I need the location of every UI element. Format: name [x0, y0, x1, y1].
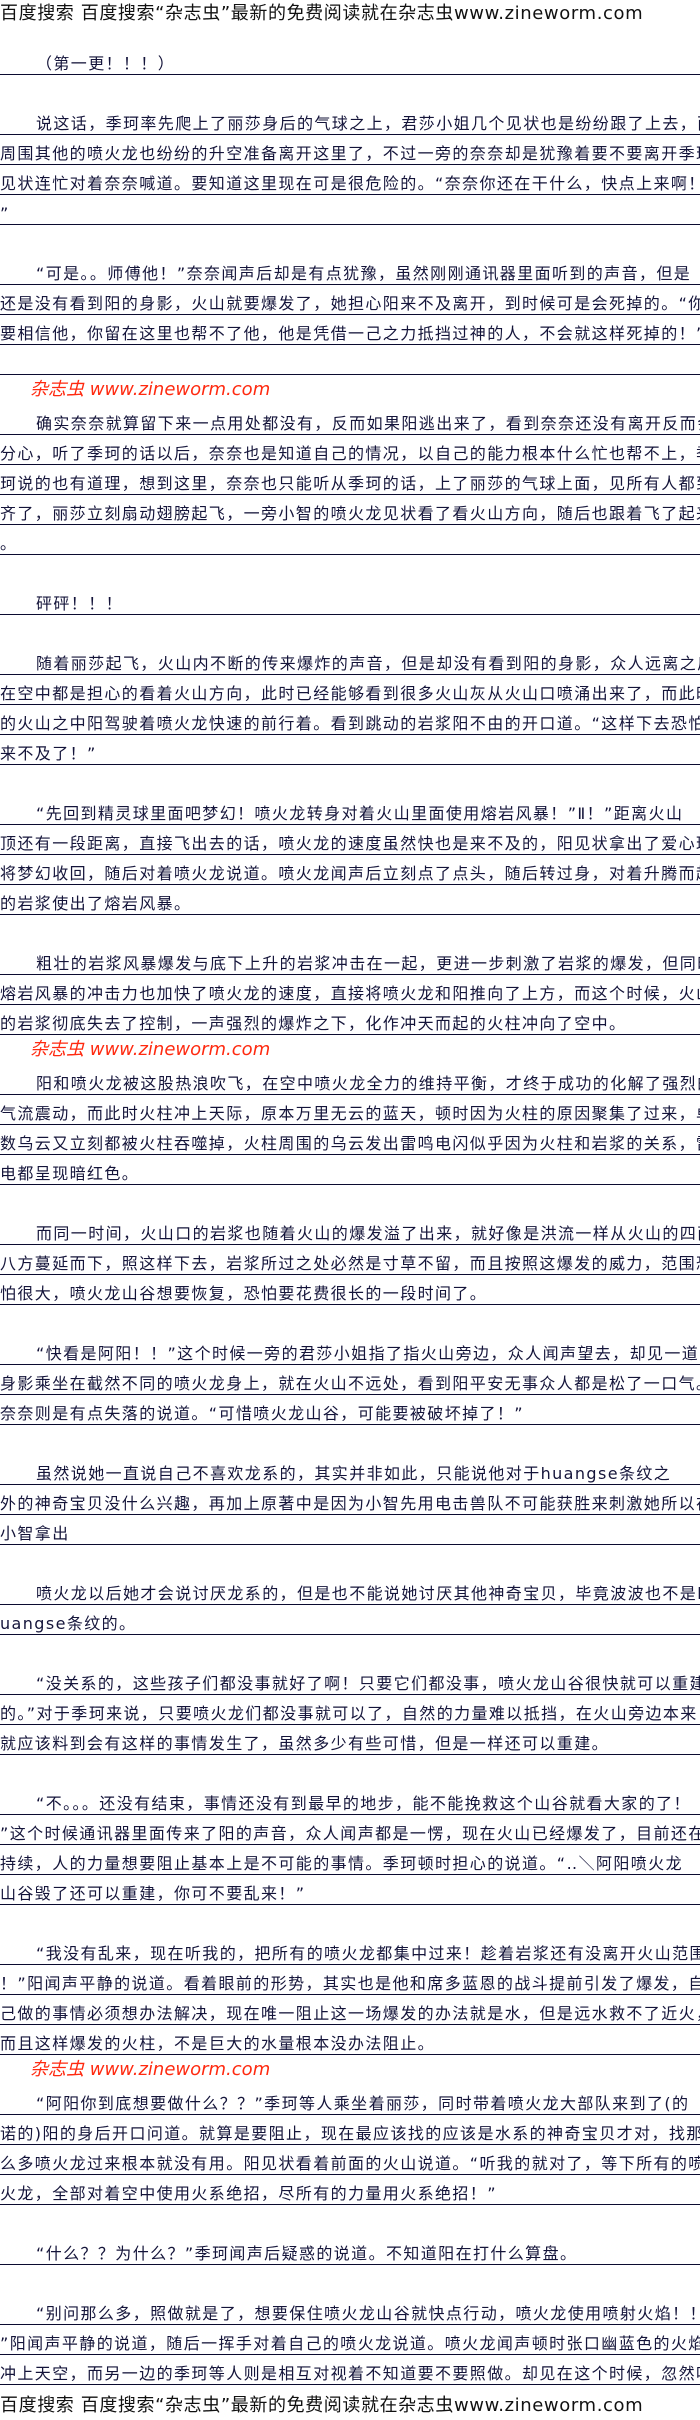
paragraph-line: ”: [0, 195, 700, 225]
paragraph-first-line: 砰砰！！！: [0, 585, 700, 615]
paragraph-line: 的。”对于季珂来说，只要喷火龙们都没事就可以了，自然的力量难以抵挡，在火山旁边本…: [0, 1695, 700, 1725]
paragraph-first-line: “阿阳你到底想要做什么？？”季珂等人乘坐着丽莎，同时带着喷火龙大部队来到了(的: [0, 2085, 700, 2115]
paragraph-gap: [0, 915, 700, 945]
paragraph-gap: [0, 2055, 700, 2085]
paragraph-first-line: 确实奈奈就算留下来一点用处都没有，反而如果阳逃出来了，看到奈奈还没有离开反而会: [0, 405, 700, 435]
paragraph-line: 的岩浆彻底失去了控制，一声强烈的爆炸之下，化作冲天而起的火柱冲向了空中。: [0, 1005, 700, 1035]
header-banner: 百度搜索 百度搜索“杂志虫”最新的免费阅读就在杂志虫www.zineworm.c…: [0, 3, 644, 24]
paragraph-first-line: 粗壮的岩浆风暴爆发与底下上升的岩浆冲击在一起，更进一步刺激了岩浆的爆发，但同时: [0, 945, 700, 975]
paragraph-line: 怕很大，喷火龙山谷想要恢复，恐怕要花费很长的一段时间了。: [0, 1275, 700, 1305]
paragraph-line: 数乌云又立刻都被火柱吞噬掉，火柱周围的乌云发出雷鸣电闪似乎因为火柱和岩浆的关系，…: [0, 1125, 700, 1155]
paragraph-first-line: “什么？？为什么？”季珂闻声后疑惑的说道。不知道阳在打什么算盘。: [0, 2235, 700, 2265]
paragraph-line: 八方蔓延而下，照这样下去，岩浆所过之处必然是寸草不留，而且按照这爆发的威力，范围…: [0, 1245, 700, 1275]
paragraph-line: 就应该料到会有这样的事情发生了，虽然多少有些可惜，但是一样还可以重建。: [0, 1725, 700, 1755]
paragraph-first-line: “可是。。师傅他！”奈奈闻声后却是有点犹豫，虽然刚刚通讯器里面听到的声音，但是: [0, 255, 700, 285]
paragraph-line: 身影乘坐在截然不同的喷火龙身上，就在火山不远处，看到阳平安无事众人都是松了一口气…: [0, 1365, 700, 1395]
paragraph-line: ”阳闻声平静的说道，随后一挥手对着自己的喷火龙说道。喷火龙闻声顿时张口幽蓝色的火…: [0, 2325, 700, 2355]
paragraph-line: 持续，人的力量想要阻止基本上是不可能的事情。季珂顿时担心的说道。“‥＼阿阳喷火龙: [0, 1845, 700, 1875]
paragraph-line: 山谷毁了还可以重建，你可不要乱来！”: [0, 1875, 700, 1905]
paragraph-gap: [0, 615, 700, 645]
paragraph-line: 的火山之中阳驾驶着喷火龙快速的前行着。看到跳动的岩浆阳不由的开口道。“这样下去恐…: [0, 705, 700, 735]
paragraph-gap: [0, 765, 700, 795]
paragraph-line: ”这个时候通讯器里面传来了阳的声音，众人闻声都是一愣，现在火山已经爆发了，目前还…: [0, 1815, 700, 1845]
paragraph-line: 气流震动，而此时火柱冲上天际，原本万里无云的蓝天，顿时因为火柱的原因聚集了过来，…: [0, 1095, 700, 1125]
paragraph-line: 火龙，全部对着空中使用火系绝招，尽所有的力量用火系绝招！”: [0, 2175, 700, 2205]
paragraph-gap: [0, 1425, 700, 1455]
paragraph-gap: [0, 1905, 700, 1935]
paragraph-line: 奈奈则是有点失落的说道。“可惜喷火龙山谷，可能要被破坏掉了！”: [0, 1395, 700, 1425]
paragraph-line: 冲上天空，而另一边的季珂等人则是相互对视着不知道要不要照做。却见在这个时候，忽然…: [0, 2355, 700, 2385]
paragraph-line: 诺的)阳的身后开口问道。就算是要阻止，现在最应该找的应该是水系的神奇宝贝才对，找…: [0, 2115, 700, 2145]
paragraph-line: 顶还有一段距离，直接飞出去的话，喷火龙的速度虽然快也是来不及的，阳见状拿出了爱心…: [0, 825, 700, 855]
paragraph-line: 分心，听了季珂的话以后，奈奈也是知道自己的情况，以自己的能力根本什么忙也帮不上，…: [0, 435, 700, 465]
paragraph-line: 么多喷火龙过来根本就没有用。阳见状看着前面的火山说道。“听我的就对了，等下所有的…: [0, 2145, 700, 2175]
paragraph-first-line: “我没有乱来，现在听我的，把所有的喷火龙都集中过来！趁着岩浆还有没离开火山范围: [0, 1935, 700, 1965]
paragraph-line: 电都呈现暗红色。: [0, 1155, 700, 1185]
paragraph-first-line: 阳和喷火龙被这股热浪吹飞，在空中喷火龙全力的维持平衡，才终于成功的化解了强烈的: [0, 1065, 700, 1095]
paragraph-first-line: 喷火龙以后她才会说讨厌龙系的，但是也不能说她讨厌其他神奇宝贝，毕竟波波也不是h: [0, 1575, 700, 1605]
paragraph-first-line: “没关系的，这些孩子们都没事就好了啊！只要它们都没事，喷火龙山谷很快就可以重建: [0, 1665, 700, 1695]
paragraph-line: [0, 345, 700, 375]
paragraph-gap: [0, 1635, 700, 1665]
paragraph-line: 将梦幻收回，随后对着喷火龙说道。喷火龙闻声后立刻点了点头，随后转过身，对着升腾而…: [0, 855, 700, 885]
paragraph-line: 小智拿出: [0, 1515, 700, 1545]
paragraph-first-line: “先回到精灵球里面吧梦幻！喷火龙转身对着火山里面使用熔岩风暴！”Ⅱ！”距离火山: [0, 795, 700, 825]
paragraph-gap: [0, 1755, 700, 1785]
paragraph-line: 而且这样爆发的火柱，不是巨大的水量根本没办法阻止。: [0, 2025, 700, 2055]
paragraph-gap: [0, 75, 700, 105]
paragraph-first-line: “快看是阿阳！！”这个时候一旁的君莎小姐指了指火山旁边，众人闻声望去，却见一道: [0, 1335, 700, 1365]
paragraph-gap: [0, 1185, 700, 1215]
paragraph-first-line: 说这话，季珂率先爬上了丽莎身后的气球之上，君莎小姐几个见状也是纷纷跟了上去，而: [0, 105, 700, 135]
paragraph-line: 的岩浆使出了熔岩风暴。: [0, 885, 700, 915]
paragraph-gap: [0, 375, 700, 405]
paragraph-line: 珂说的也有道理，想到这里，奈奈也只能听从季珂的话，上了丽莎的气球上面，见所有人都…: [0, 465, 700, 495]
paragraph-first-line: “别问那么多，照做就是了，想要保住喷火龙山谷就快点行动，喷火龙使用喷射火焰！！: [0, 2295, 700, 2325]
paragraph-gap: [0, 2205, 700, 2235]
paragraph-gap: [0, 225, 700, 255]
paragraph-line: 见状连忙对着奈奈喊道。要知道这里现在可是很危险的。“奈奈你还在干什么，快点上来啊…: [0, 165, 700, 195]
paragraph-line: 。: [0, 525, 700, 555]
paragraph-line: 要相信他，你留在这里也帮不了他，他是凭借一己之力抵挡过神的人，不会就这样死掉的！…: [0, 315, 700, 345]
paragraph-line: 齐了，丽莎立刻扇动翅膀起飞，一旁小智的喷火龙见状看了看火山方向，随后也跟着飞了起…: [0, 495, 700, 525]
paragraph-gap: [0, 555, 700, 585]
paragraph-line: 己做的事情必须想办法解决，现在唯一阻止这一场爆发的办法就是水，但是远水救不了近火…: [0, 1995, 700, 2025]
paragraph-first-line: 虽然说她一直说自己不喜欢龙系的，其实并非如此，只能说他对于huangse条纹之: [0, 1455, 700, 1485]
paragraph-gap: [0, 1305, 700, 1335]
paragraph-line: ！”阳闻声平静的说道。看着眼前的形势，其实也是他和席多蓝恩的战斗提前引发了爆发，…: [0, 1965, 700, 1995]
document-body: （第一更！！！） 说这话，季珂率先爬上了丽莎身后的气球之上，君莎小姐几个见状也是纷…: [0, 45, 700, 2385]
paragraph-first-line: “不。。。还没有结束，事情还没有到最早的地步，能不能挽救这个山谷就看大家的了！: [0, 1785, 700, 1815]
paragraph-line: 熔岩风暴的冲击力也加快了喷火龙的速度，直接将喷火龙和阳推向了上方，而这个时候，火…: [0, 975, 700, 1005]
footer-banner: 百度搜索 百度搜索“杂志虫”最新的免费阅读就在杂志虫www.zineworm.c…: [0, 2395, 644, 2416]
paragraph-gap: [0, 1545, 700, 1575]
paragraph-line: uangse条纹的。: [0, 1605, 700, 1635]
paragraph-first-line: 而同一时间，火山口的岩浆也随着火山的爆发溢了出来，就好像是洪流一样从火山的四面: [0, 1215, 700, 1245]
paragraph-line: 在空中都是担心的看着火山方向，此时已经能够看到很多火山灰从火山口喷涌出来了，而此…: [0, 675, 700, 705]
paragraph-first-line: （第一更！！！）: [0, 45, 700, 75]
paragraph-first-line: 随着丽莎起飞，火山内不断的传来爆炸的声音，但是却没有看到阳的身影，众人远离之后: [0, 645, 700, 675]
paragraph-gap: [0, 1035, 700, 1065]
paragraph-line: 来不及了！”: [0, 735, 700, 765]
paragraph-line: 周围其他的喷火龙也纷纷的升空准备离开这里了，不过一旁的奈奈却是犹豫着要不要离开季…: [0, 135, 700, 165]
paragraph-line: 还是没有看到阳的身影，火山就要爆发了，她担心阳来不及离开，到时候可是会死掉的。“…: [0, 285, 700, 315]
paragraph-gap: [0, 2265, 700, 2295]
paragraph-line: 外的神奇宝贝没什么兴趣，再加上原著中是因为小智先用电击兽队不可能获胜来刺激她所以…: [0, 1485, 700, 1515]
